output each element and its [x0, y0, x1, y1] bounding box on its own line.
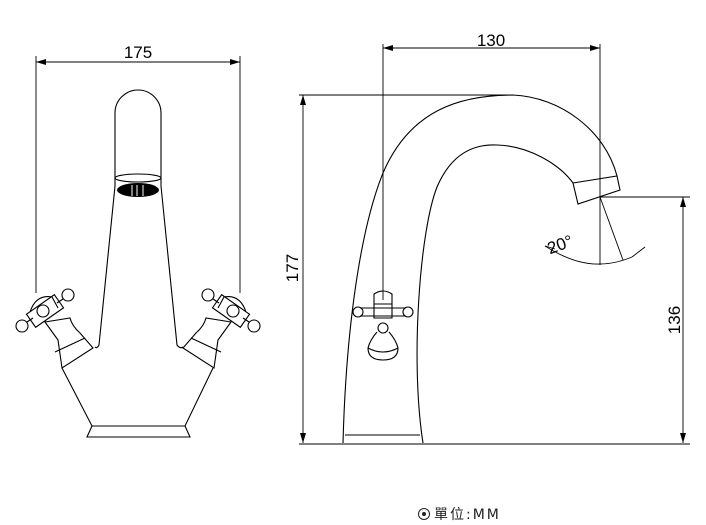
base-foot: [86, 425, 191, 438]
body-left-edge: [94, 185, 116, 349]
front-view: 175: [15, 43, 261, 438]
base-body: [61, 367, 214, 427]
circle-dot-icon: [418, 508, 430, 520]
dimension-label-136: 136: [665, 306, 684, 334]
body-right-edge: [160, 185, 184, 349]
unit-note-text: 單位:MM: [434, 507, 501, 523]
dimension-130: 130: [382, 31, 601, 300]
angle-dimension-20: 20°: [544, 196, 646, 265]
side-view: 130 177 136 20°: [283, 31, 690, 445]
right-cross-handle: [182, 288, 261, 369]
dimension-label-175: 175: [124, 43, 152, 62]
dimension-175: 175: [35, 43, 241, 293]
side-cross-handle: [352, 290, 414, 361]
unit-note: 單位:MM: [418, 504, 501, 524]
dimension-label-130: 130: [477, 31, 505, 50]
dimension-label-177: 177: [283, 254, 302, 282]
spout-front: [114, 89, 162, 197]
spout-side: [342, 94, 621, 444]
dimension-177: 177: [283, 94, 690, 445]
dimension-136: 136: [600, 196, 690, 443]
left-cross-handle: [15, 288, 94, 369]
angle-label: 20°: [545, 232, 576, 259]
aerator-icon: [117, 183, 159, 197]
spout-nozzle: [572, 175, 621, 205]
